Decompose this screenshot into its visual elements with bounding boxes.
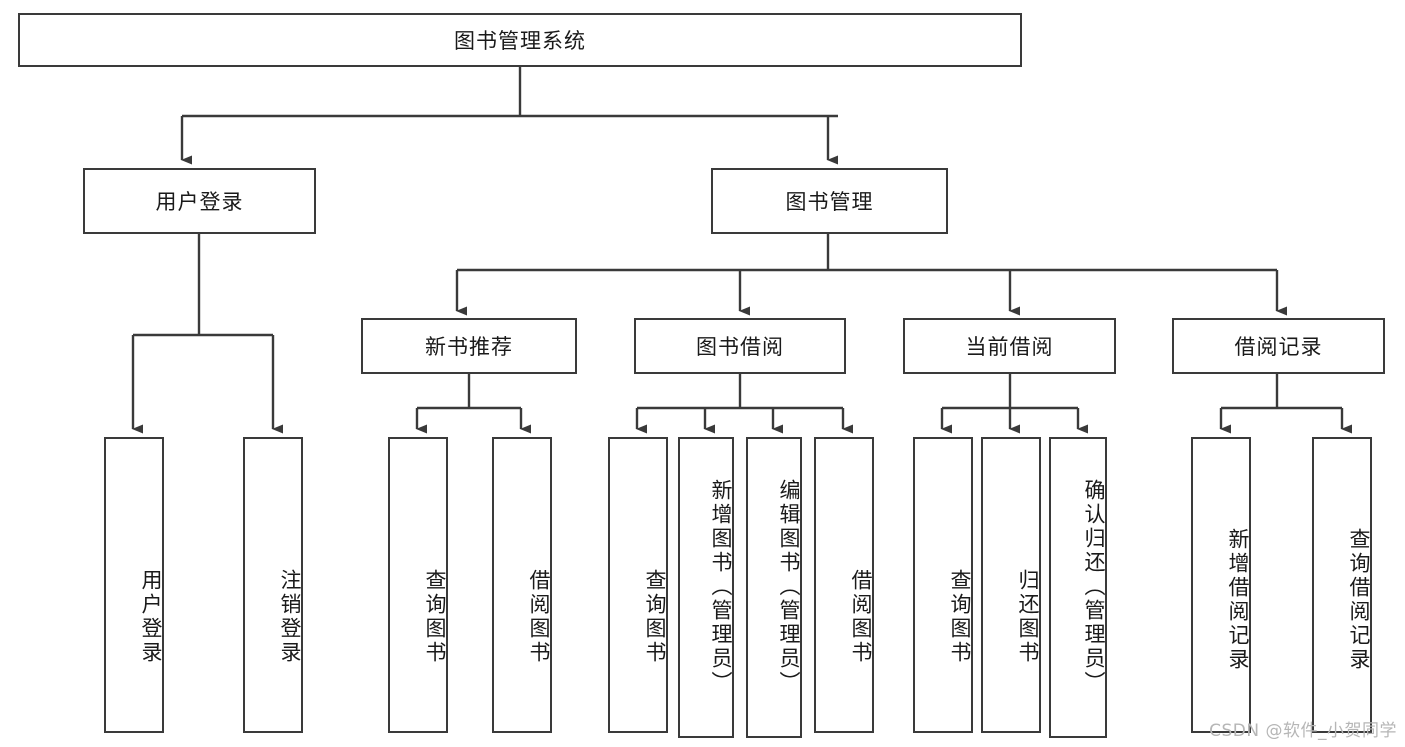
node-label: 用户登录 [139,569,163,665]
leaf-current-confirm-return-admin[interactable]: 确认归还（管理员） [1049,437,1107,738]
node-label: 图书借阅 [696,335,784,359]
leaf-borrow-borrow-book[interactable]: 借阅图书 [814,437,874,733]
node-label: 新书推荐 [425,335,513,359]
node-label: 用户登录 [155,190,244,214]
node-label: 确认归还（管理员） [1082,478,1106,695]
node-user-login[interactable]: 用户登录 [83,168,316,234]
leaf-record-add-record[interactable]: 新增借阅记录 [1191,437,1251,733]
leaf-borrow-add-book-admin[interactable]: 新增图书（管理员） [678,437,734,738]
node-label: 归还图书 [1016,569,1040,665]
node-current-borrow[interactable]: 当前借阅 [903,318,1116,374]
node-label: 编辑图书（管理员） [777,478,801,695]
node-label: 查询图书 [423,569,447,665]
node-label: 借阅图书 [849,569,873,665]
leaf-borrow-query-book[interactable]: 查询图书 [608,437,668,733]
node-label: 借阅图书 [527,569,551,665]
node-new-book-recommend[interactable]: 新书推荐 [361,318,577,374]
leaf-new-book-borrow[interactable]: 借阅图书 [492,437,552,733]
node-book-borrow[interactable]: 图书借阅 [634,318,846,374]
node-root-system[interactable]: 图书管理系统 [18,13,1022,67]
node-label: 注销登录 [278,569,302,665]
node-label: 当前借阅 [965,335,1054,359]
node-book-management[interactable]: 图书管理 [711,168,948,234]
node-label: 查询借阅记录 [1347,528,1371,672]
leaf-current-return-book[interactable]: 归还图书 [981,437,1041,733]
leaf-record-query-record[interactable]: 查询借阅记录 [1312,437,1372,733]
node-borrow-record[interactable]: 借阅记录 [1172,318,1385,374]
node-label: 查询图书 [948,569,972,665]
node-label: 新增借阅记录 [1226,528,1250,672]
node-label: 借阅记录 [1234,335,1323,359]
node-label: 查询图书 [643,569,667,665]
leaf-current-query-book[interactable]: 查询图书 [913,437,973,733]
leaf-borrow-edit-book-admin[interactable]: 编辑图书（管理员） [746,437,802,738]
leaf-user-login-logout[interactable]: 注销登录 [243,437,303,733]
leaf-new-book-query[interactable]: 查询图书 [388,437,448,733]
node-label: 图书管理系统 [454,29,586,53]
node-label: 新增图书（管理员） [709,478,733,695]
node-label: 图书管理 [785,190,874,214]
leaf-user-login-login[interactable]: 用户登录 [104,437,164,733]
watermark-text: CSDN @软件_小贺同学 [1209,721,1397,741]
